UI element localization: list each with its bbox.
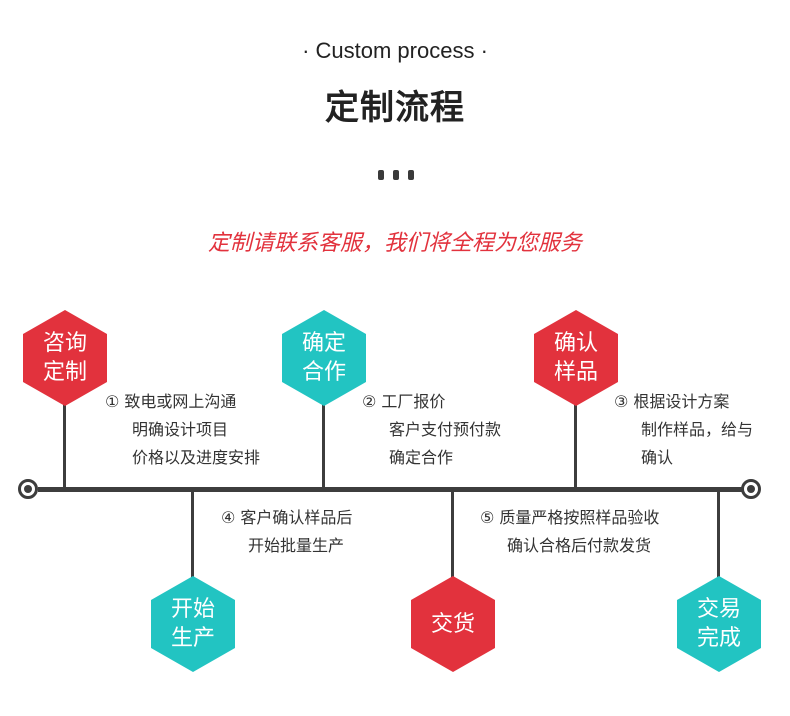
node-confirm-sample: 确认样品	[534, 310, 618, 406]
node-delivery: 交货	[411, 576, 495, 672]
step-1-line: 明确设计项目	[132, 420, 229, 439]
step-1-line: 价格以及进度安排	[132, 448, 261, 467]
node-deal-complete: 交易完成	[677, 576, 761, 672]
connector-line-5	[451, 490, 454, 582]
timeline-end-ring	[741, 479, 761, 499]
step-2-line: ② 工厂报价	[362, 392, 446, 411]
step-2-line: 客户支付预付款	[389, 420, 502, 439]
timeline-axis	[38, 487, 751, 492]
timeline-start-ring	[18, 479, 38, 499]
node-label: 确认样品	[553, 331, 598, 385]
step-3-line: ③ 根据设计方案	[614, 392, 730, 411]
connector-line-3	[574, 395, 577, 489]
dot	[393, 170, 399, 180]
node-label: 咨询定制	[42, 331, 87, 385]
step-4-line: 开始批量生产	[248, 536, 345, 555]
node-confirm-cooperation: 确定合作	[282, 310, 366, 406]
dot	[378, 170, 384, 180]
step-4-line: ④ 客户确认样品后	[221, 508, 353, 527]
node-label: 交易完成	[696, 597, 741, 651]
step-5-description: ⑤ 质量严格按照样品验收 确认合格后付款发货	[480, 504, 659, 560]
node-start-production: 开始生产	[151, 576, 235, 672]
connector-line-4	[191, 490, 194, 582]
step-1-description: ① 致电或网上沟通 明确设计项目 价格以及进度安排	[105, 388, 260, 472]
step-3-line: 确认	[641, 448, 674, 467]
page-title: 定制流程	[325, 88, 465, 128]
connector-line-2	[322, 395, 325, 489]
step-5-line: 确认合格后付款发货	[507, 536, 652, 555]
step-3-description: ③ 根据设计方案 制作样品，给与 确认	[614, 388, 753, 472]
service-tagline: 定制请联系客服，我们将全程为您服务	[207, 231, 582, 256]
node-consult: 咨询定制	[23, 310, 107, 406]
dot	[408, 170, 414, 180]
step-4-description: ④ 客户确认样品后 开始批量生产	[221, 504, 352, 560]
node-label: 交货	[430, 611, 475, 637]
connector-line-6	[717, 490, 720, 582]
step-5-line: ⑤ 质量严格按照样品验收	[480, 508, 660, 527]
connector-line-1	[63, 395, 66, 489]
step-2-description: ② 工厂报价 客户支付预付款 确定合作	[362, 388, 501, 472]
step-2-line: 确定合作	[389, 448, 454, 467]
subtitle: · Custom process ·	[302, 38, 488, 63]
step-1-line: ① 致电或网上沟通	[105, 392, 237, 411]
step-3-line: 制作样品，给与	[641, 420, 754, 439]
node-label: 开始生产	[170, 597, 215, 651]
ellipsis-dots	[378, 170, 414, 180]
node-label: 确定合作	[301, 331, 346, 385]
